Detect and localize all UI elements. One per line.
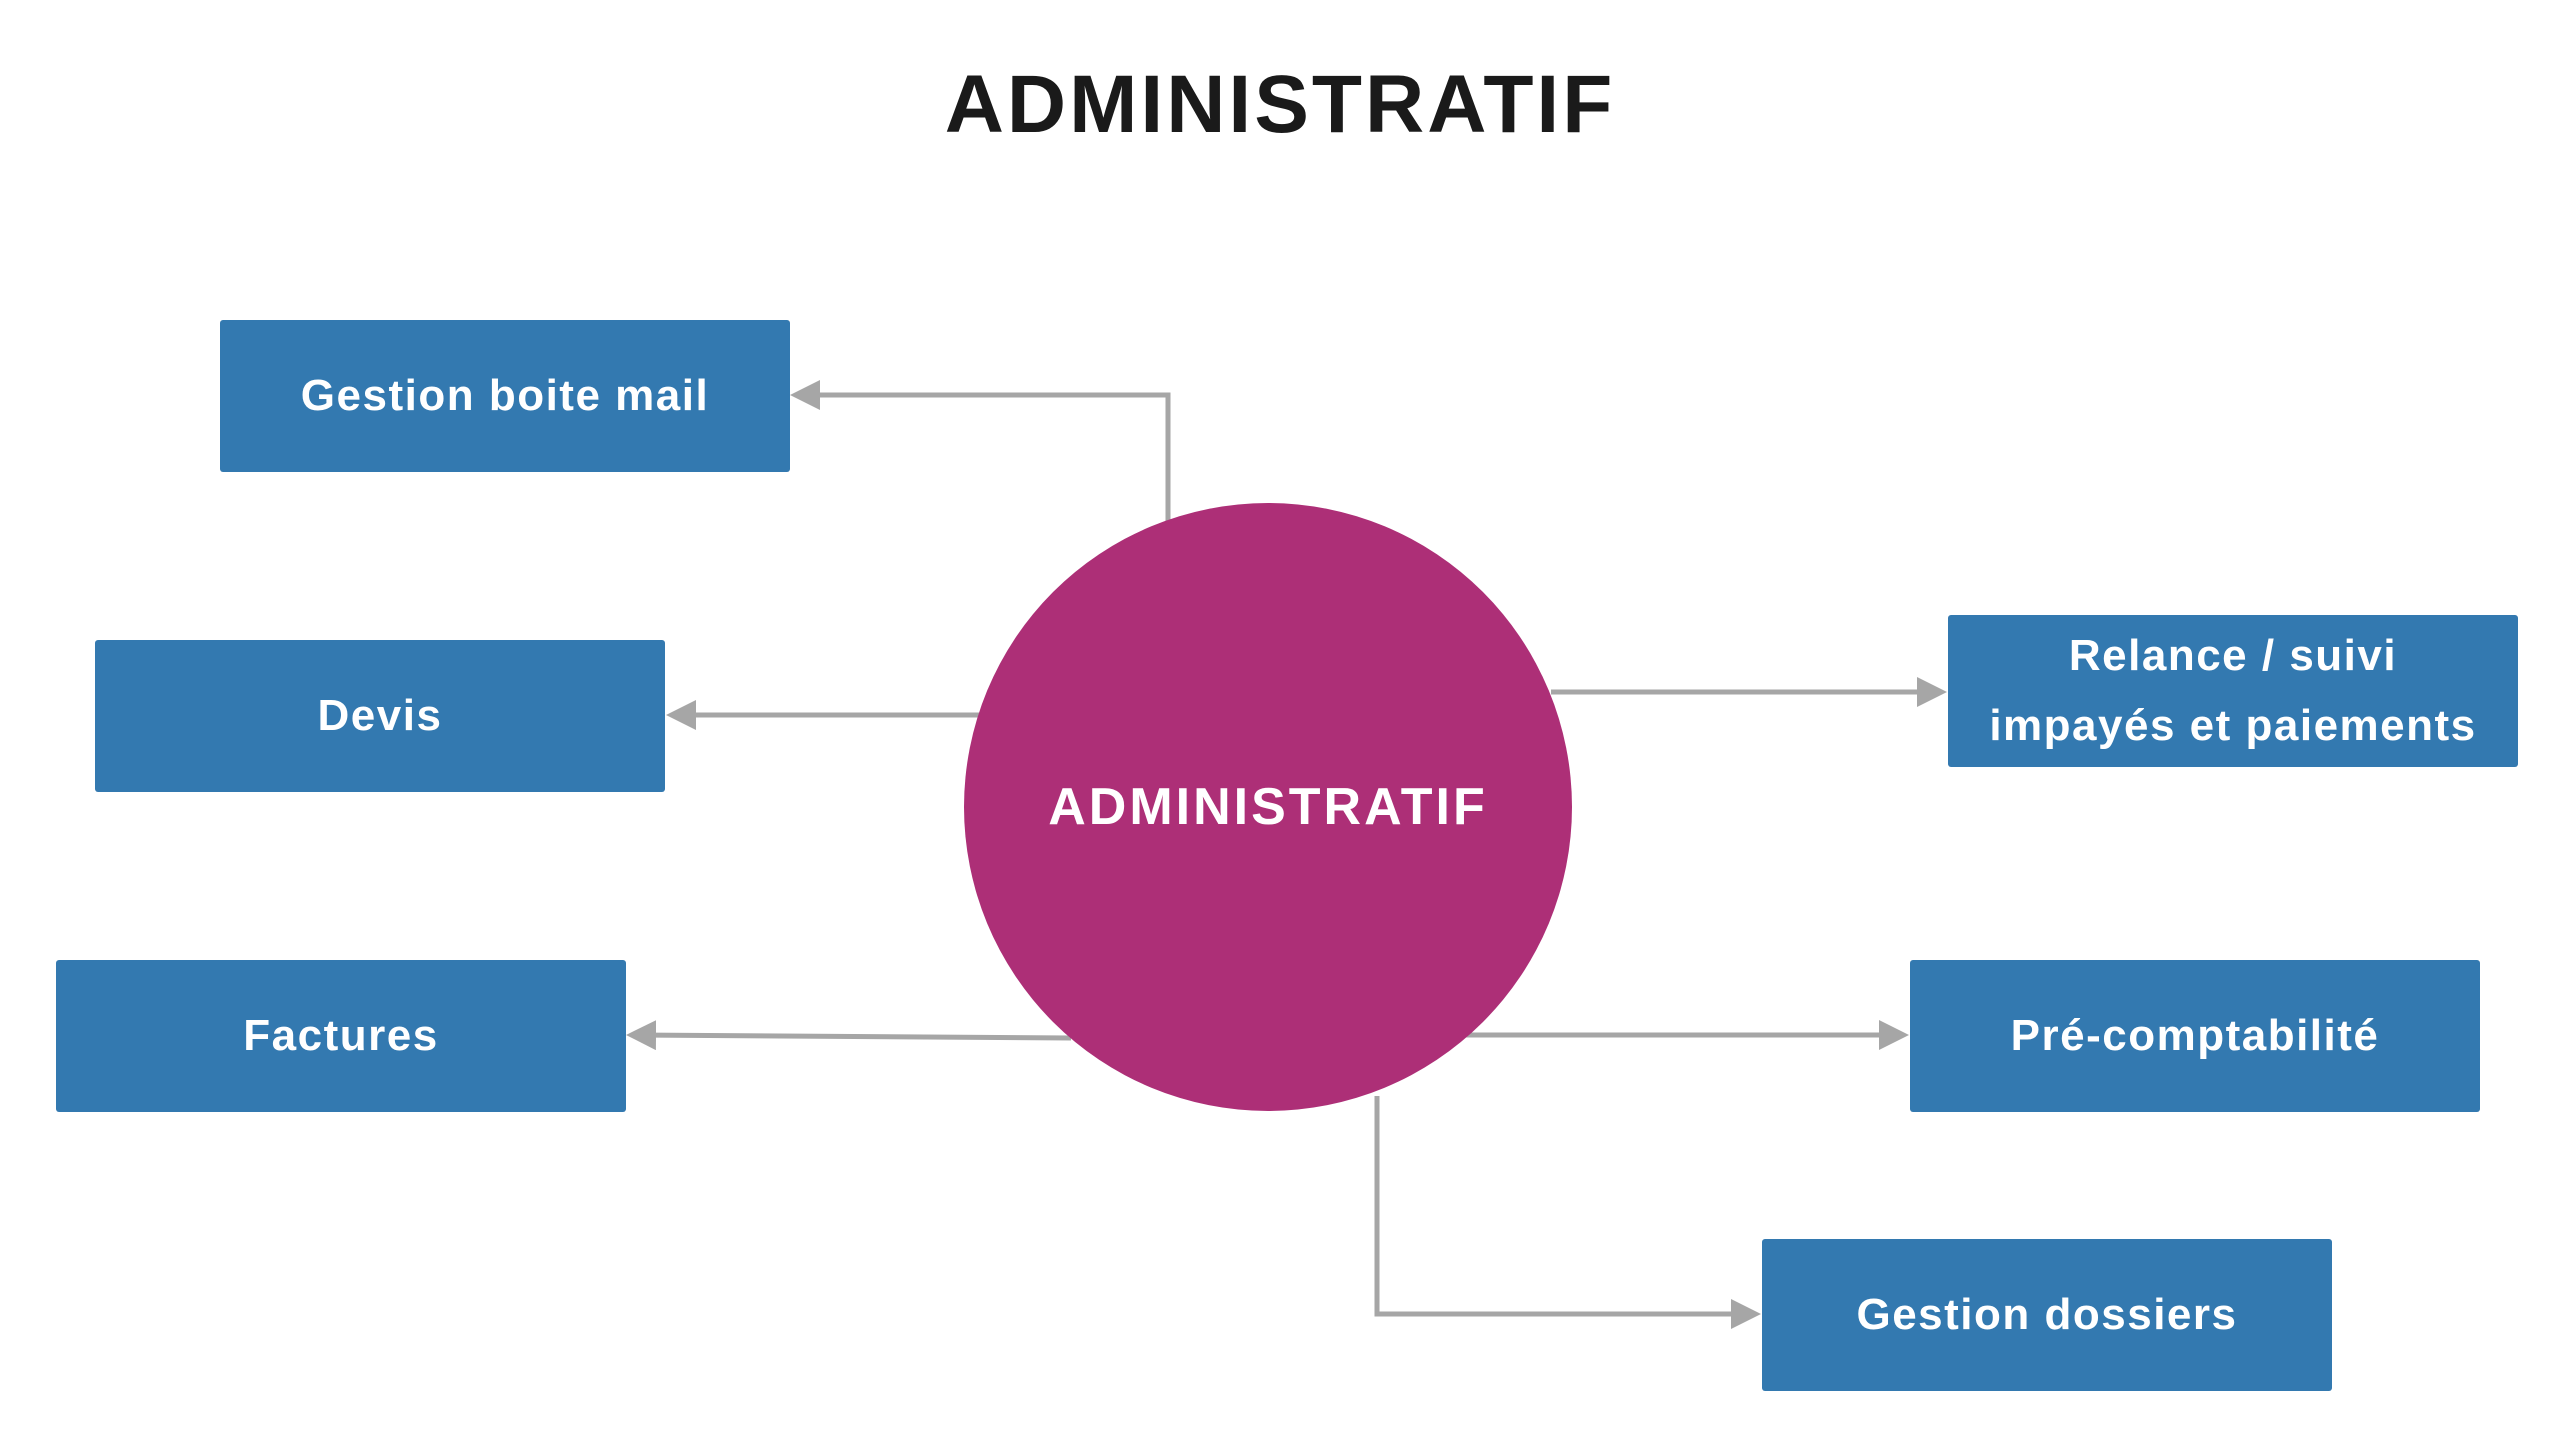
center-node: ADMINISTRATIF: [964, 503, 1572, 1111]
node-gestion-boite-mail: Gestion boite mail: [220, 320, 790, 472]
node-label-line2: impayés et paiements: [1989, 701, 2477, 750]
node-gestion-dossiers: Gestion dossiers: [1762, 1239, 2332, 1391]
page-title: ADMINISTRATIF: [944, 59, 1616, 150]
node-relance-suivi: Relance / suivi impayés et paiements: [1948, 615, 2518, 767]
node-pre-comptabilite: Pré-comptabilité: [1910, 960, 2480, 1112]
node-label-line1: Relance / suivi: [2068, 631, 2398, 680]
connector-gestion-boite-mail: [790, 380, 1171, 522]
connector-gestion-dossiers: [1374, 1096, 1761, 1329]
node-label: Gestion boite mail: [300, 371, 710, 420]
connector-factures: [626, 1020, 1072, 1051]
node-devis: Devis: [95, 640, 665, 792]
node-label: Devis: [317, 691, 443, 740]
center-node-label: ADMINISTRATIF: [1048, 778, 1488, 836]
node-factures: Factures: [56, 960, 626, 1112]
node-label: Factures: [243, 1011, 439, 1060]
node-label: Pré-comptabilité: [2010, 1011, 2380, 1060]
node-label: Gestion dossiers: [1856, 1290, 2238, 1339]
